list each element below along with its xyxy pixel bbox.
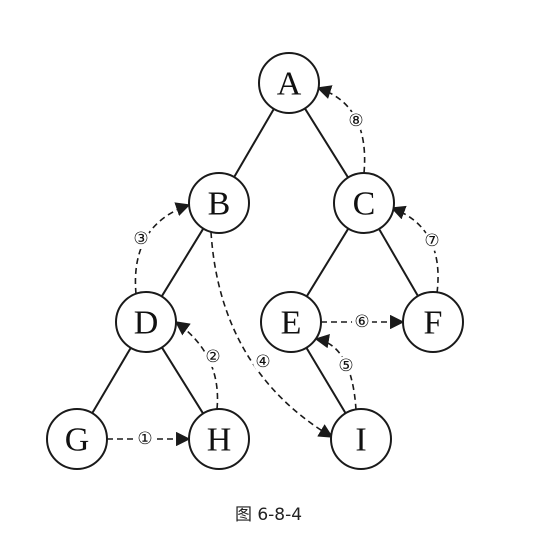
node-circle	[188, 172, 250, 234]
node-circle	[188, 408, 250, 470]
node-label: G	[65, 422, 90, 459]
edge-C-E	[305, 228, 350, 297]
node-circle	[46, 408, 108, 470]
thread-step-bg	[336, 356, 356, 376]
edge-D-G	[91, 347, 132, 414]
node-label: F	[424, 305, 443, 342]
thread-arrow-H-D	[174, 321, 219, 410]
thread-step-bg	[135, 429, 155, 449]
node-circle	[330, 408, 392, 470]
node-label: B	[208, 186, 231, 223]
tree-node-b: B	[188, 172, 250, 234]
thread-step-label: ⑦	[424, 231, 439, 251]
node-label: I	[355, 422, 366, 459]
thread-arrows	[107, 85, 439, 447]
thread-step-label: ②	[205, 347, 220, 367]
edge-A-B	[233, 108, 275, 178]
thread-step-bg	[346, 111, 366, 131]
thread-step-label: ③	[133, 229, 148, 249]
node-circle	[260, 291, 322, 353]
tree-node-a: A	[258, 52, 320, 114]
tree-edges	[91, 107, 419, 415]
thread-step-label: ④	[255, 352, 270, 372]
tree-node-g: G	[46, 408, 108, 470]
thread-step-labels: ① ② ③ ④ ⑤ ⑥ ⑦ ⑧	[131, 111, 442, 449]
tree-nodes: A B C D E F G H I	[46, 52, 464, 470]
tree-node-c: C	[333, 172, 395, 234]
tree-node-d: D	[115, 291, 177, 353]
thread-arrow-D-B	[134, 202, 191, 295]
thread-arrow-C-A	[316, 85, 366, 174]
thread-step-bg	[352, 312, 372, 332]
node-circle	[115, 291, 177, 353]
edge-C-F	[378, 228, 419, 297]
node-label: C	[353, 186, 376, 223]
edge-E-I	[305, 347, 347, 414]
tree-node-f: F	[402, 291, 464, 353]
thread-step-bg	[422, 231, 442, 251]
thread-arrow-B-I	[210, 231, 334, 438]
node-circle	[333, 172, 395, 234]
thread-step-bg	[203, 347, 223, 367]
figure-caption: 图 6-8-4	[234, 505, 303, 525]
thread-step-label: ⑧	[348, 111, 363, 131]
node-label: E	[281, 305, 302, 342]
node-label: A	[277, 66, 302, 103]
thread-step-bg	[131, 229, 151, 249]
edge-D-H	[161, 346, 204, 415]
node-label: D	[134, 305, 159, 342]
edge-A-C	[304, 107, 349, 179]
tree-node-e: E	[260, 291, 322, 353]
thread-step-bg	[253, 352, 273, 372]
node-label: H	[207, 422, 232, 459]
edge-B-D	[160, 228, 205, 297]
tree-node-i: I	[330, 408, 392, 470]
tree-node-h: H	[188, 408, 250, 470]
thread-step-label: ⑥	[354, 312, 369, 332]
thread-step-label: ①	[137, 429, 152, 449]
node-circle	[258, 52, 320, 114]
thread-step-label: ⑤	[338, 356, 353, 376]
node-circle	[402, 291, 464, 353]
